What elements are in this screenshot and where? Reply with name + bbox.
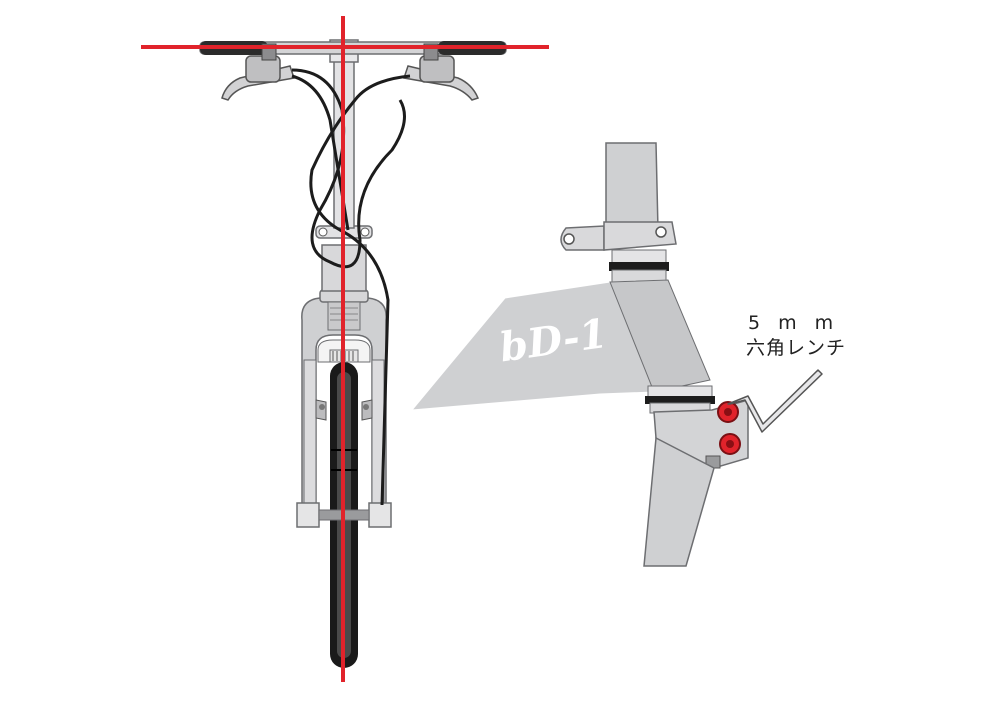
headset-upper: [609, 249, 669, 283]
clamp-bolts: [717, 401, 741, 455]
headset-lower: [645, 385, 715, 414]
stem-post: [605, 142, 659, 231]
hex-wrench-icon: [727, 369, 823, 433]
brake-lever-left: [221, 43, 295, 101]
wrench-size-label: 5 m m: [748, 312, 840, 334]
alignment-lines: [141, 16, 549, 682]
wrench-name-label: 六角レンチ: [746, 337, 847, 359]
suspension-fork: [296, 297, 392, 528]
side-view-frame: bD-1: [410, 142, 823, 567]
stem-clamp: [560, 221, 677, 251]
front-view-bike: [141, 16, 549, 682]
v-brake: [315, 399, 373, 421]
fork-leg: [643, 436, 715, 567]
